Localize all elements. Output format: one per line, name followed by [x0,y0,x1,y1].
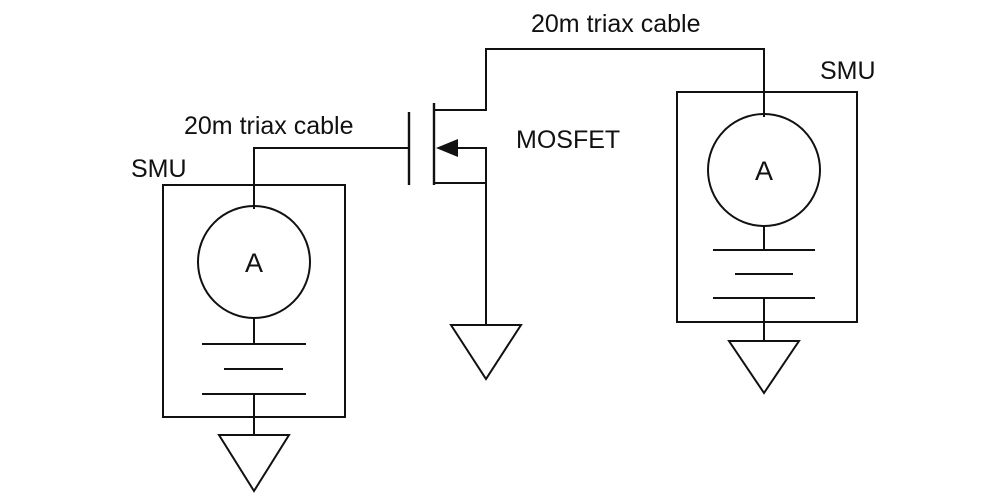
mosfet-label: MOSFET [516,126,620,154]
cable-right-wire [485,48,765,117]
mosfet-symbol: MOSFET [407,103,620,185]
cable-left-label: 20m triax cable [184,112,354,140]
mosfet-ground [449,182,523,381]
ammeter-left: A [197,205,311,319]
smu-right-box [676,91,858,323]
ground-middle-icon [449,324,523,381]
voltage-source-right [713,249,815,299]
smu-left: SMU A [131,147,346,493]
smu-right: SMU A [676,57,876,395]
cable-right: 20m triax cable [485,10,765,117]
ground-left-icon [217,434,291,493]
smu-left-label: SMU [131,155,187,183]
smu-left-box [162,184,346,418]
cable-left: 20m triax cable [184,112,409,149]
mosfet-arrow-icon [436,139,458,157]
ammeter-right-label: A [755,156,773,186]
voltage-source-left [202,343,306,395]
ground-right-icon [727,340,801,395]
ammeter-left-label: A [245,248,263,278]
cable-right-label: 20m triax cable [531,10,701,38]
ammeter-right: A [707,113,821,227]
smu-right-label: SMU [820,57,876,85]
